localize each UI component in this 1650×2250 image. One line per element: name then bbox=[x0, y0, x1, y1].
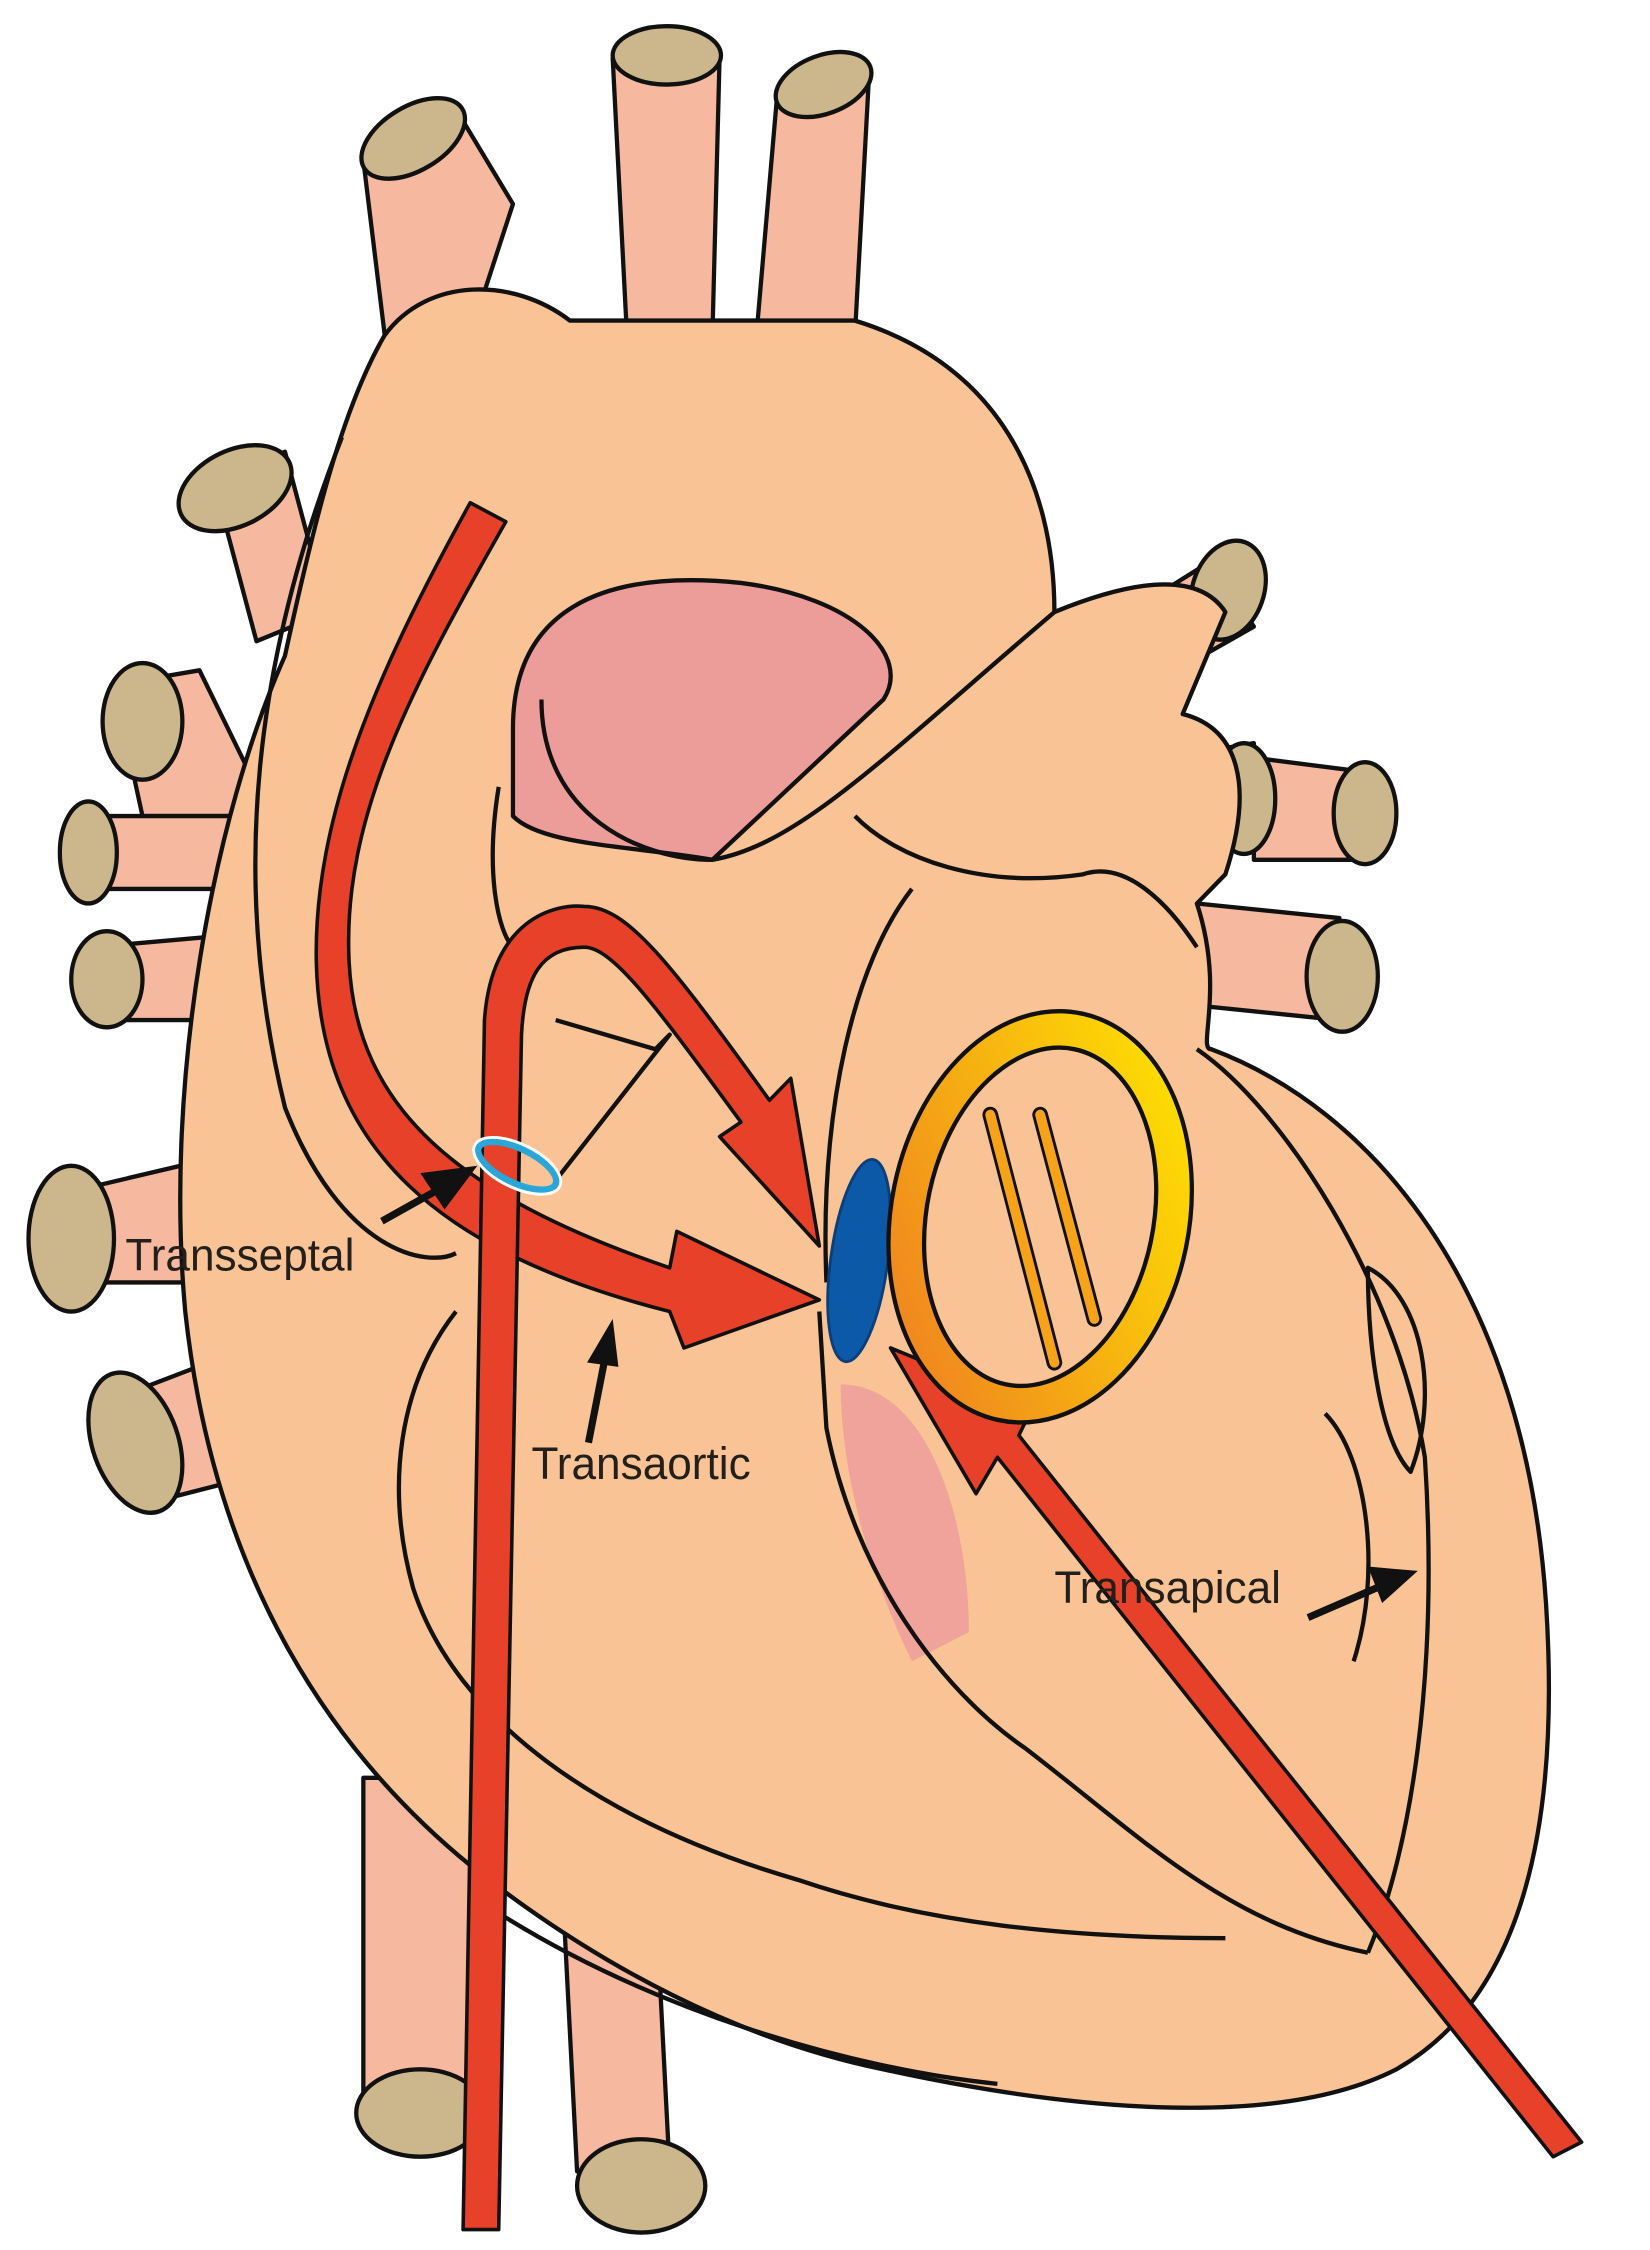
transapical-catheter bbox=[888, 1346, 1584, 2159]
septal-puncture-ring bbox=[474, 1137, 561, 1194]
transaortic-catheter bbox=[461, 904, 822, 2232]
transseptal-pointer-arrow bbox=[380, 1184, 444, 1225]
chamber-outlines bbox=[253, 436, 1431, 2087]
label-transapical: Transapical bbox=[1054, 1564, 1281, 1614]
pointer-arrows bbox=[380, 1165, 1418, 1621]
transseptal-catheter bbox=[314, 500, 822, 1350]
label-transseptal: Transseptal bbox=[125, 1231, 354, 1281]
left-vessel-caps bbox=[26, 443, 294, 1515]
label-transaortic: Transaortic bbox=[531, 1440, 750, 1490]
transaortic-pointer-arrow bbox=[584, 1354, 610, 1444]
pulmonary-trunk bbox=[510, 578, 893, 862]
outflow-region bbox=[840, 1384, 969, 1662]
mitral-annuloplasty-ring bbox=[886, 1009, 1194, 1425]
bottom-vessels bbox=[354, 1775, 708, 2235]
catheters bbox=[314, 500, 1584, 2232]
transapical-pointer-arrow bbox=[1306, 1582, 1384, 1621]
